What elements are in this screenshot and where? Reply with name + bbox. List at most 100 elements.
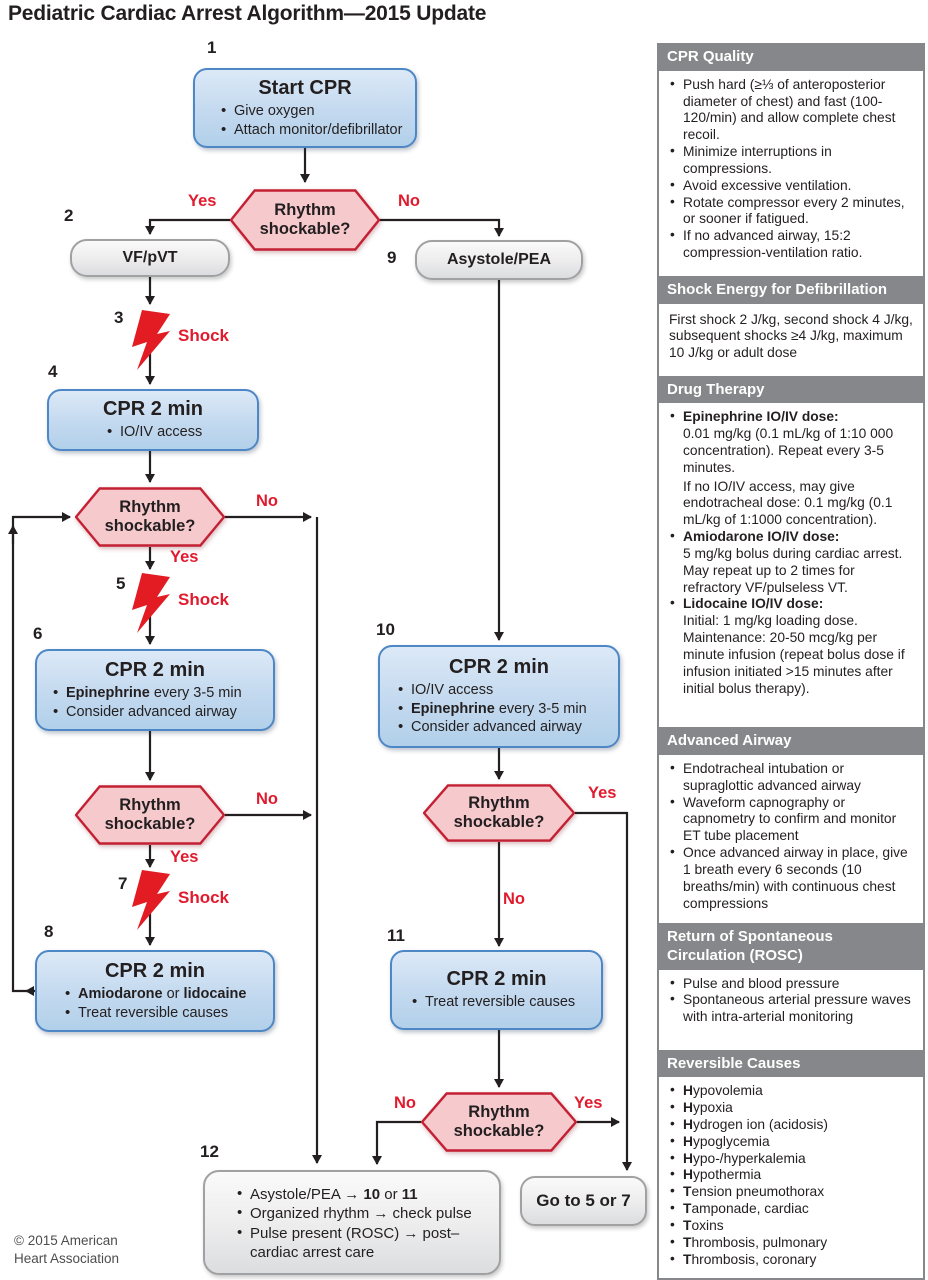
branch-label-no: No	[398, 192, 420, 210]
hexagon-shape	[230, 189, 380, 251]
cpr-2min-box-6: CPR 2 min Epinephrine every 3-5 min Cons…	[35, 649, 275, 731]
branch-label-yes: Yes	[170, 848, 199, 866]
step-number-4: 4	[48, 362, 58, 381]
box-bullets: Epinephrine every 3-5 min Consider advan…	[37, 683, 273, 722]
box-label: Go to 5 or 7	[536, 1191, 631, 1210]
box-title: CPR 2 min	[448, 655, 550, 678]
bullet: Epinephrine every 3-5 min	[53, 683, 267, 703]
step-number-6: 6	[33, 624, 43, 643]
box-bullets: Give oxygen Attach monitor/defibrillator	[195, 101, 415, 140]
list-item: Hypoxia	[669, 1099, 915, 1117]
goto-5-or-7-box: Go to 5 or 7	[520, 1176, 647, 1226]
list-item: Once advanced airway in place, give 1 br…	[669, 844, 915, 912]
advanced-airway-list: Endotracheal intubation or supraglottic …	[669, 760, 915, 912]
section-header-advanced-airway: Advanced Airway	[667, 732, 792, 750]
branch-label-no: No	[394, 1094, 416, 1112]
hexagon-shape	[75, 487, 225, 547]
branch-label-no: No	[256, 790, 278, 808]
branch-label-yes: Yes	[574, 1094, 603, 1112]
list-item: Spontaneous arterial pressure waves with…	[669, 991, 915, 1026]
box-title: CPR 2 min	[102, 398, 204, 421]
list-item: Tamponade, cardiac	[669, 1200, 915, 1218]
reference-panel: CPR Quality Push hard (≥⅓ of anteroposte…	[657, 43, 925, 1280]
drug-therapy-list: Epinephrine IO/IV dose:0.01 mg/kg (0.1 m…	[669, 408, 915, 697]
bullet: Treat reversible causes	[412, 992, 595, 1012]
step-number-9: 9	[387, 248, 397, 267]
section-body-cpr-quality: Push hard (≥⅓ of anteroposterior diamete…	[659, 70, 923, 276]
list-item: Hypothermia	[669, 1166, 915, 1184]
section-header-cpr-quality: CPR Quality	[667, 48, 754, 65]
box-bullets: IO/IV access Epinephrine every 3-5 min C…	[380, 680, 618, 738]
shock-label: Shock	[178, 590, 230, 609]
shock-energy-text: First shock 2 J/kg, second shock 4 J/kg,…	[669, 311, 913, 361]
section-header-reversible-causes: Reversible Causes	[667, 1054, 801, 1072]
section-body-reversible-causes: Hypovolemia Hypoxia Hydrogen ion (acidos…	[659, 1077, 923, 1278]
box-label: Asystole/PEA	[446, 251, 552, 268]
list-item: Amiodarone IO/IV dose:5 mg/kg bolus duri…	[669, 528, 915, 596]
cpr-2min-box-10: CPR 2 min IO/IV access Epinephrine every…	[378, 645, 620, 748]
section-body-drug-therapy: Epinephrine IO/IV dose:0.01 mg/kg (0.1 m…	[659, 403, 923, 728]
step-number-7: 7	[118, 874, 128, 893]
list-item: Hypovolemia	[669, 1082, 915, 1100]
branch-label-no: No	[503, 890, 525, 908]
lightning-bolt-icon	[132, 870, 170, 930]
branch-label-yes: Yes	[588, 784, 617, 802]
list-item: Avoid excessive ventilation.	[669, 177, 915, 195]
list-item: Push hard (≥⅓ of anteroposterior diamete…	[669, 76, 915, 144]
bullet: Treat reversible causes	[65, 1003, 267, 1023]
bullet: Attach monitor/defibrillator	[221, 120, 409, 140]
list-item: Toxins	[669, 1217, 915, 1235]
asystole-pea-box: Asystole/PEA	[415, 240, 583, 280]
bullet: Consider advanced airway	[398, 717, 612, 737]
cpr-2min-box-8: CPR 2 min Amiodarone or lidocaine Treat …	[35, 950, 275, 1032]
box-bullets: Amiodarone or lidocaine Treat reversible…	[37, 984, 273, 1023]
list-item: Hypo-/hyperkalemia	[669, 1150, 915, 1168]
list-item: Epinephrine IO/IV dose:0.01 mg/kg (0.1 m…	[669, 408, 915, 529]
lightning-bolt-icon	[132, 573, 170, 633]
branch-label-yes: Yes	[188, 192, 217, 210]
box-bullets: Treat reversible causes	[392, 992, 601, 1012]
step-number-2: 2	[64, 206, 74, 225]
reversible-causes-list: Hypovolemia Hypoxia Hydrogen ion (acidos…	[669, 1082, 915, 1268]
copyright-notice: © 2015 American Heart Association	[14, 1233, 120, 1267]
cpr-2min-box-11: CPR 2 min Treat reversible causes	[390, 950, 603, 1030]
box-title: CPR 2 min	[446, 968, 547, 991]
list-item: Tension pneumothorax	[669, 1183, 915, 1201]
bullet: IO/IV access	[107, 422, 251, 442]
step-number-10: 10	[376, 620, 395, 639]
lightning-bolt-icon	[132, 310, 170, 370]
step-number-11: 11	[387, 926, 405, 945]
bullet: Consider advanced airway	[53, 702, 267, 722]
vf-pvt-box: VF/pVT	[70, 239, 230, 277]
list-item: Hydrogen ion (acidosis)	[669, 1116, 915, 1134]
section-header-drug-therapy: Drug Therapy	[667, 380, 765, 398]
bullet: Pulse present (ROSC) → post–cardiac arre…	[237, 1223, 489, 1263]
rosc-list: Pulse and blood pressure Spontaneous art…	[669, 975, 915, 1026]
box-title: CPR 2 min	[104, 658, 206, 681]
list-item: Hypoglycemia	[669, 1133, 915, 1151]
outcome-box-12: Asystole/PEA → 10 or 11 Organized rhythm…	[203, 1170, 501, 1275]
hexagon-shape	[423, 784, 575, 842]
step-number-12: 12	[200, 1142, 219, 1161]
box-bullets: IO/IV access	[49, 422, 257, 442]
section-body-shock-energy: First shock 2 J/kg, second shock 4 J/kg,…	[659, 303, 923, 376]
list-item: If no advanced airway, 15:2 compression-…	[669, 227, 915, 262]
section-header-shock-energy: Shock Energy for Defibrillation	[667, 280, 888, 298]
section-body-advanced-airway: Endotracheal intubation or supraglottic …	[659, 755, 923, 923]
list-item: Minimize interruptions in compressions.	[669, 143, 915, 178]
step-number-8: 8	[44, 922, 54, 941]
list-item: Rotate compressor every 2 minutes, or so…	[669, 194, 915, 229]
bullet: Epinephrine every 3-5 min	[398, 699, 612, 719]
step-number-3: 3	[114, 308, 124, 327]
list-item: Thrombosis, pulmonary	[669, 1234, 915, 1252]
